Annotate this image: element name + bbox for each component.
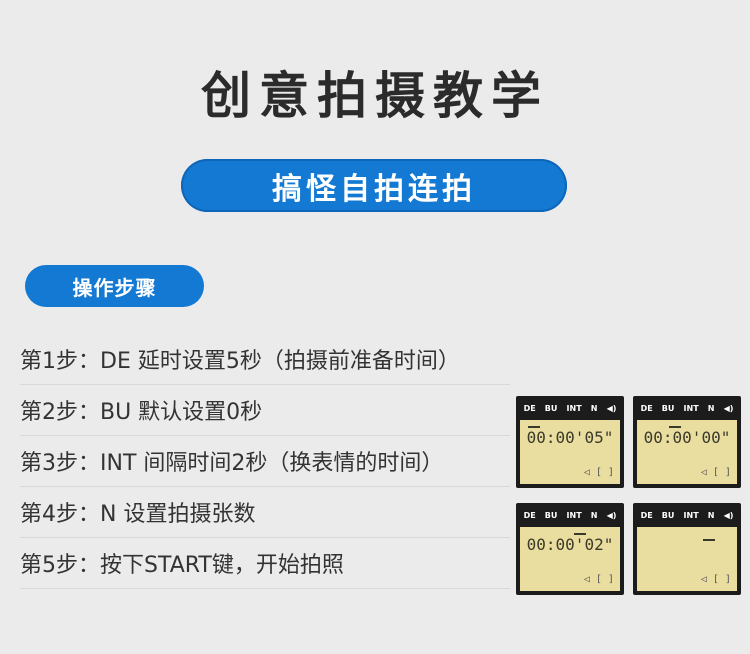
lcd-cursor-mark [528,426,540,428]
section-label: 操作步骤 [25,265,204,307]
list-item: 第4步：N 设置拍摄张数 [20,487,510,538]
lcd-footer: ◁ [ ] [583,574,614,585]
lcd-footer: ◁ [ ] [700,467,731,478]
lcd-cursor-mark [703,539,715,541]
lcd-mode-labels: DE BU INT N ◀) [633,506,741,524]
lcd-label-int: INT [683,510,699,520]
lcd-label-n: N [707,403,715,413]
lcd-label-de: DE [523,510,536,520]
step-text: 第2步：BU 默认设置0秒 [20,400,263,425]
step-text: 第5步：按下START键，开始拍照 [20,553,344,578]
step-text: 第4步：N 设置拍摄张数 [20,502,256,527]
lcd-footer: ◁ [ ] [583,467,614,478]
steps-list: 第1步：DE 延时设置5秒（拍摄前准备时间） 第2步：BU 默认设置0秒 第3步… [20,334,510,589]
lcd-label-n: N [590,403,598,413]
speaker-icon: ◀) [723,510,734,520]
lcd-mode-labels: DE BU INT N ◀) [633,399,741,417]
list-item: 第3步：INT 间隔时间2秒（换表情的时间） [20,436,510,487]
lcd-label-de: DE [640,403,653,413]
lcd-mode-labels: DE BU INT N ◀) [516,506,624,524]
step-text: 第1步：DE 延时设置5秒（拍摄前准备时间） [20,349,460,374]
lcd-cursor-mark [574,533,586,535]
lcd-digits: 00:00'00" [643,428,731,447]
lcd-label-int: INT [683,403,699,413]
page-title: 创意拍摄教学 [201,67,549,125]
speaker-icon: ◀) [606,510,617,520]
speaker-icon: ◀) [606,403,617,413]
lcd-digits: 00:00'05" [526,428,614,447]
subtitle-banner: 搞怪自拍连拍 [181,159,567,212]
lcd-label-de: DE [640,510,653,520]
lcd-label-bu: BU [544,510,558,520]
lcd-screen: 00:00'02" ◁ [ ] [520,527,620,591]
lcd-display-buffer: DE BU INT N ◀) 00:00'00" ◁ [ ] [633,396,741,488]
list-item: 第1步：DE 延时设置5秒（拍摄前准备时间） [20,334,510,385]
lcd-footer: ◁ [ ] [700,574,731,585]
lcd-screen: 00:00'00" ◁ [ ] [637,420,737,484]
lcd-display-delay: DE BU INT N ◀) 00:00'05" ◁ [ ] [516,396,624,488]
lcd-display-interval: DE BU INT N ◀) 00:00'02" ◁ [ ] [516,503,624,595]
lcd-cursor-mark [669,426,681,428]
lcd-mode-labels: DE BU INT N ◀) [516,399,624,417]
speaker-icon: ◀) [723,403,734,413]
lcd-label-bu: BU [661,403,675,413]
lcd-screen: ◁ [ ] [637,527,737,591]
lcd-label-int: INT [566,510,582,520]
step-text: 第3步：INT 间隔时间2秒（换表情的时间） [20,451,444,476]
list-item: 第5步：按下START键，开始拍照 [20,538,510,589]
lcd-digits: 00:00'02" [526,535,614,554]
lcd-label-bu: BU [544,403,558,413]
lcd-label-n: N [590,510,598,520]
lcd-display-count: DE BU INT N ◀) ◁ [ ] [633,503,741,595]
lcd-label-int: INT [566,403,582,413]
lcd-label-n: N [707,510,715,520]
lcd-screen: 00:00'05" ◁ [ ] [520,420,620,484]
lcd-label-de: DE [523,403,536,413]
lcd-label-bu: BU [661,510,675,520]
list-item: 第2步：BU 默认设置0秒 [20,385,510,436]
